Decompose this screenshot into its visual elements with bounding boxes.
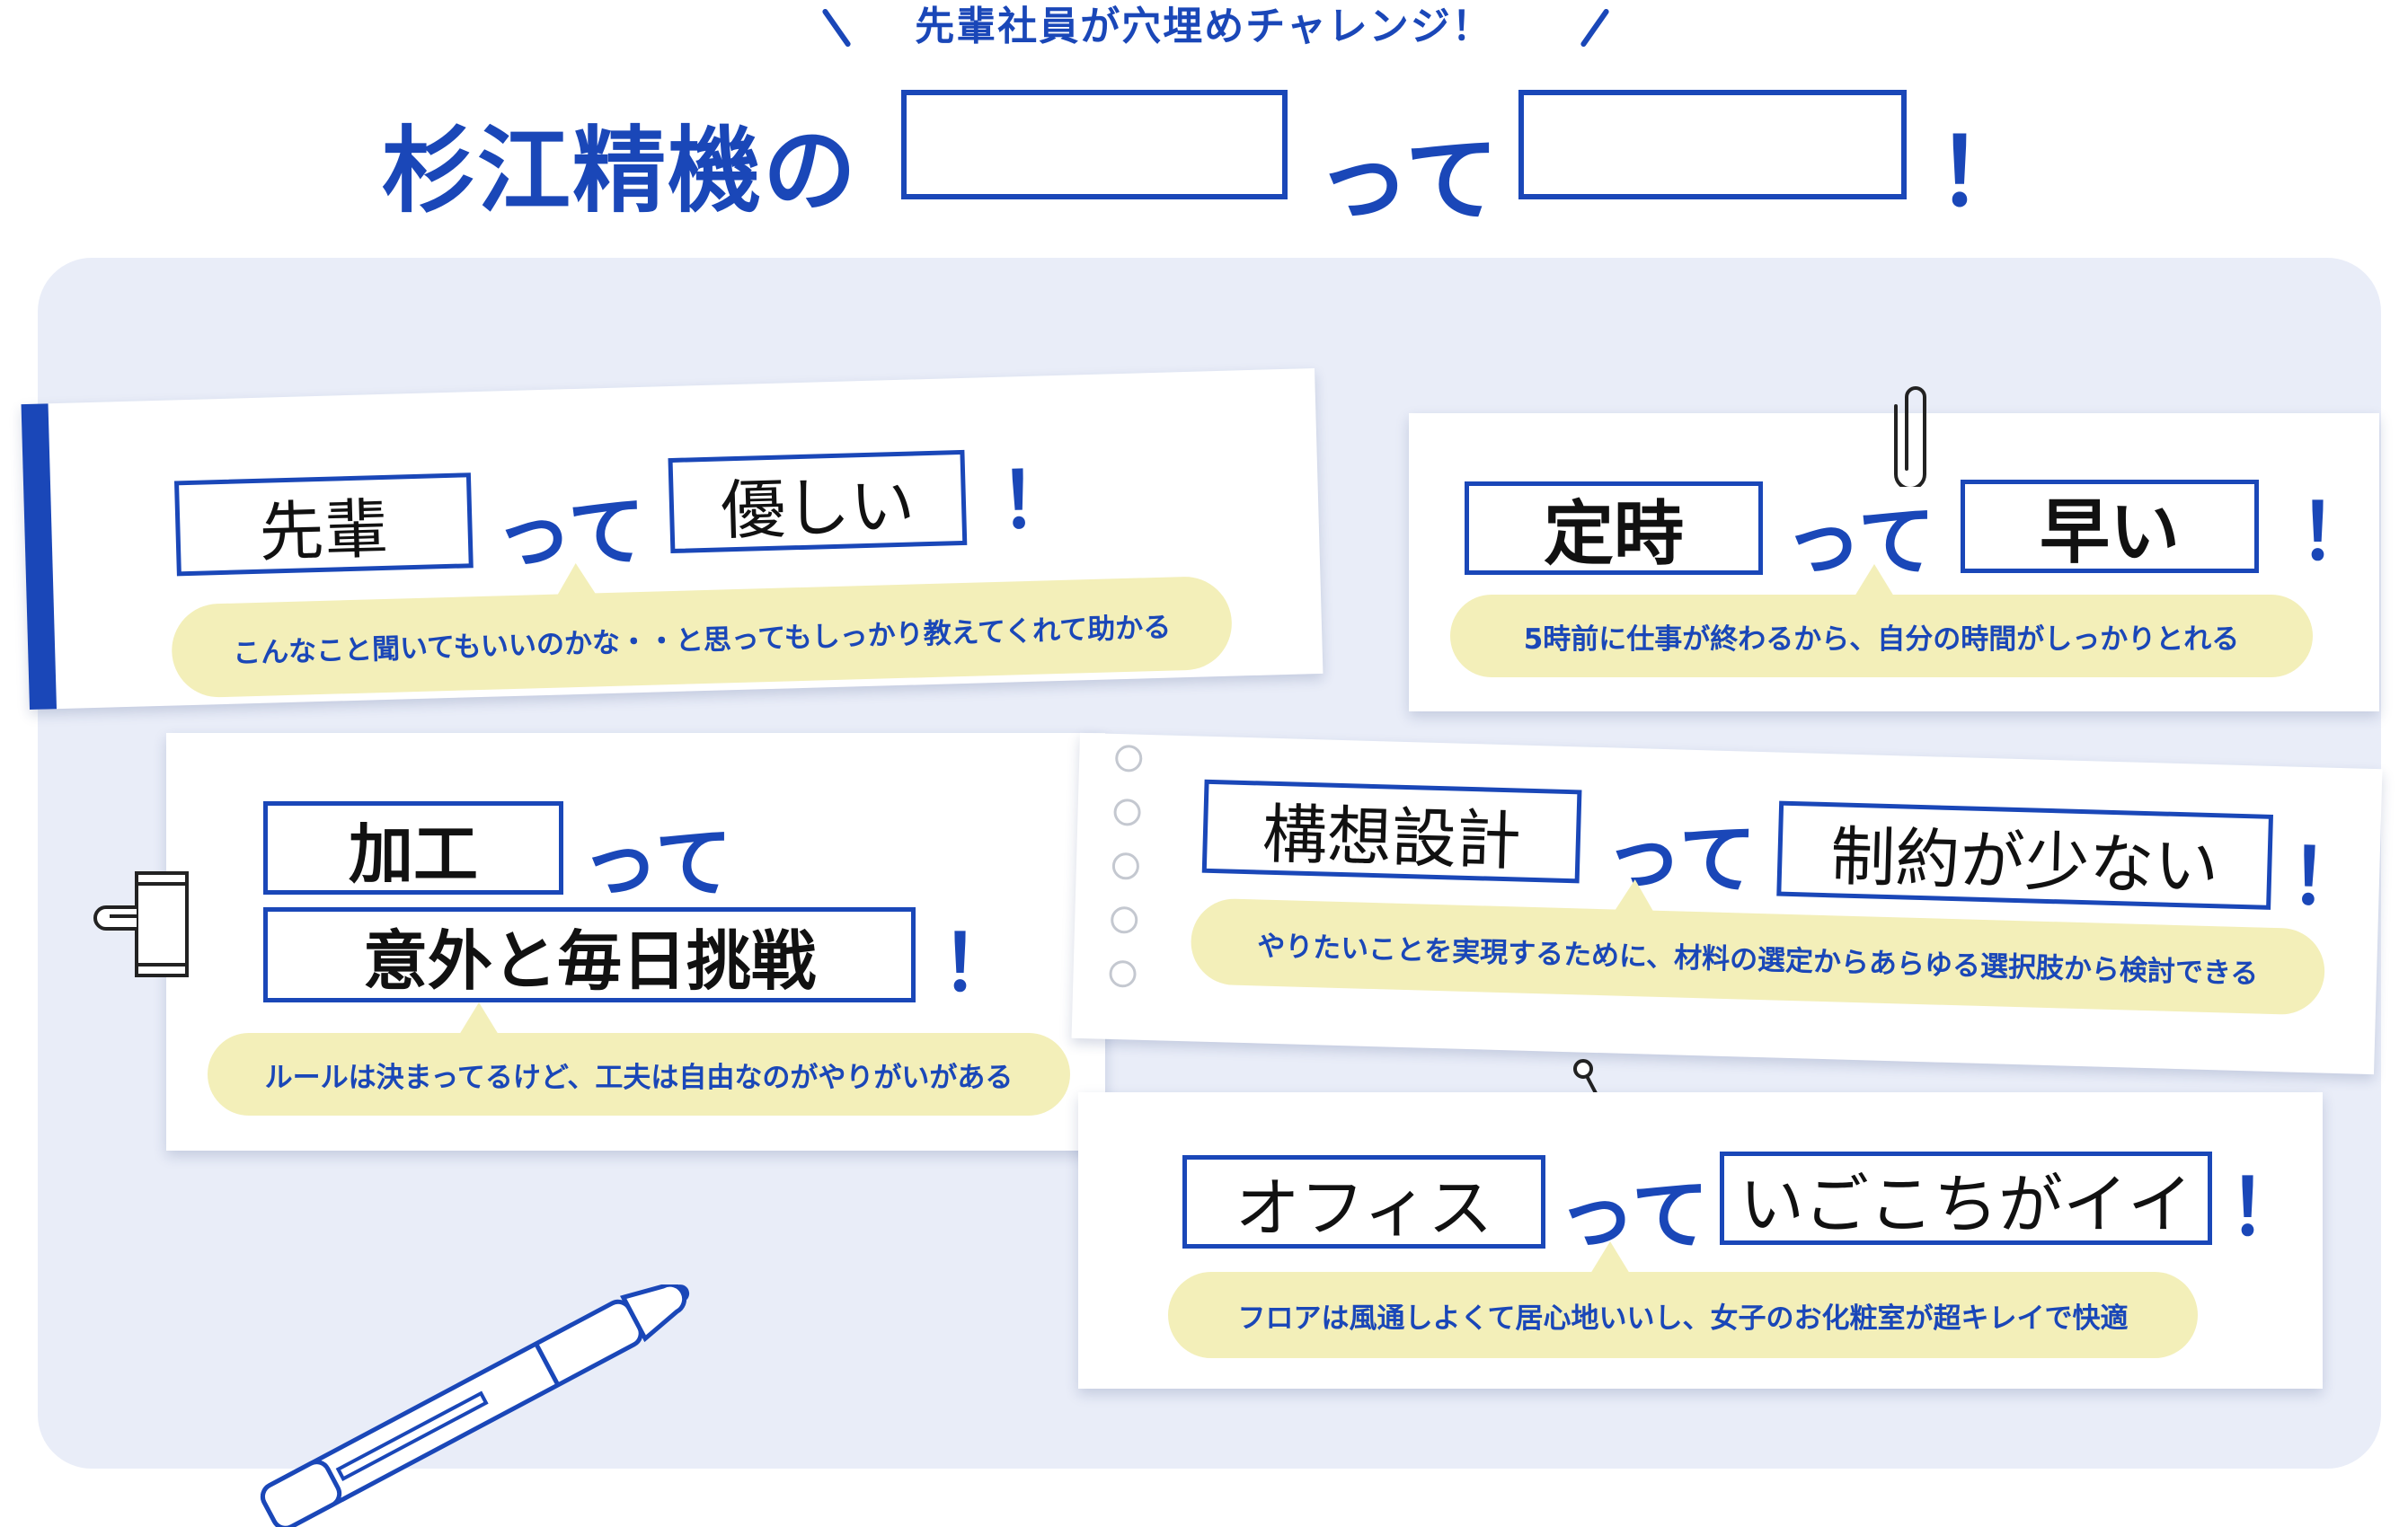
card-word2: いごこちがイイ	[1720, 1152, 2212, 1245]
card-word2: 制約が少ない	[1776, 800, 2274, 910]
card-comment: ルールは決まってるけど、工夫は自由なのがやりがいがある	[208, 1002, 1070, 1116]
card-kousou: 構想設計 って 制約が少ない ！ やりたいことを実現するために、材料の選定からあ…	[1071, 732, 2383, 1075]
card-comment: こんなこと聞いてもいいのかな・・と思ってもしっかり教えてくれて助かる	[170, 575, 1234, 699]
notebook-hole	[1110, 905, 1138, 934]
binder-clip-icon	[93, 871, 189, 977]
card-connector: って	[581, 818, 732, 908]
notebook-hole	[1114, 744, 1143, 772]
card-comment: やりたいことを実現するために、材料の選定からあらゆる選択肢から検討できる	[1190, 897, 2326, 1016]
title-middle: って	[1316, 125, 1499, 234]
card-word1: オフィス	[1182, 1155, 1545, 1249]
card-word1: 先輩	[173, 472, 474, 577]
card-exclaim: ！	[997, 455, 1078, 547]
paperclip-icon	[1894, 386, 1926, 487]
title-blank-2	[1518, 90, 1907, 199]
card-word2: 優しい	[668, 449, 968, 554]
page-title: 杉江精機の って ！	[0, 85, 2408, 234]
card-word1: 定時	[1465, 481, 1763, 575]
pen-icon	[260, 1284, 690, 1527]
card-connector: って	[1558, 1170, 1709, 1260]
subtitle: 先輩社員が穴埋めチャレンジ！	[915, 4, 1493, 49]
title-blank-1	[901, 90, 1288, 199]
card-word1: 加工	[263, 801, 563, 895]
card-comment: フロアは風通しよくて居心地いいし、女子のお化粧室が超キレイで快適	[1168, 1241, 2198, 1358]
notebook-hole	[1113, 798, 1141, 826]
card-exclaim: ！	[2298, 488, 2376, 578]
notebook-hole	[1111, 852, 1140, 880]
card-comment: 5時前に仕事が終わるから、自分の時間がしっかりとれる	[1450, 564, 2313, 677]
card-exclaim: ！	[2288, 832, 2368, 924]
title-prefix: 杉江精機の	[382, 116, 859, 225]
card-office: オフィス って いごこちがイイ ！ フロアは風通しよくて居心地いいし、女子のお化…	[1078, 1092, 2323, 1389]
notebook-hole	[1109, 959, 1137, 988]
card-word2: 意外と毎日挑戦	[263, 907, 916, 1002]
card-senpai: 先輩 って 優しい ！ こんなこと聞いてもいいのかな・・と思ってもしっかり教えて…	[21, 367, 1324, 711]
card-word1: 構想設計	[1201, 779, 1582, 884]
title-exclaim: ！	[1936, 118, 2031, 227]
card-word2: 早い	[1961, 480, 2259, 573]
card-stripe	[21, 403, 58, 711]
card-exclaim: ！	[941, 919, 1018, 1009]
card-exclaim: ！	[2228, 1163, 2306, 1253]
card-teiji: 定時 って 早い ！ 5時前に仕事が終わるから、自分の時間がしっかりとれる	[1409, 413, 2379, 711]
card-kakou: 加工 って 意外と毎日挑戦 ！ ルールは決まってるけど、工夫は自由なのがやりがい…	[166, 733, 1105, 1151]
